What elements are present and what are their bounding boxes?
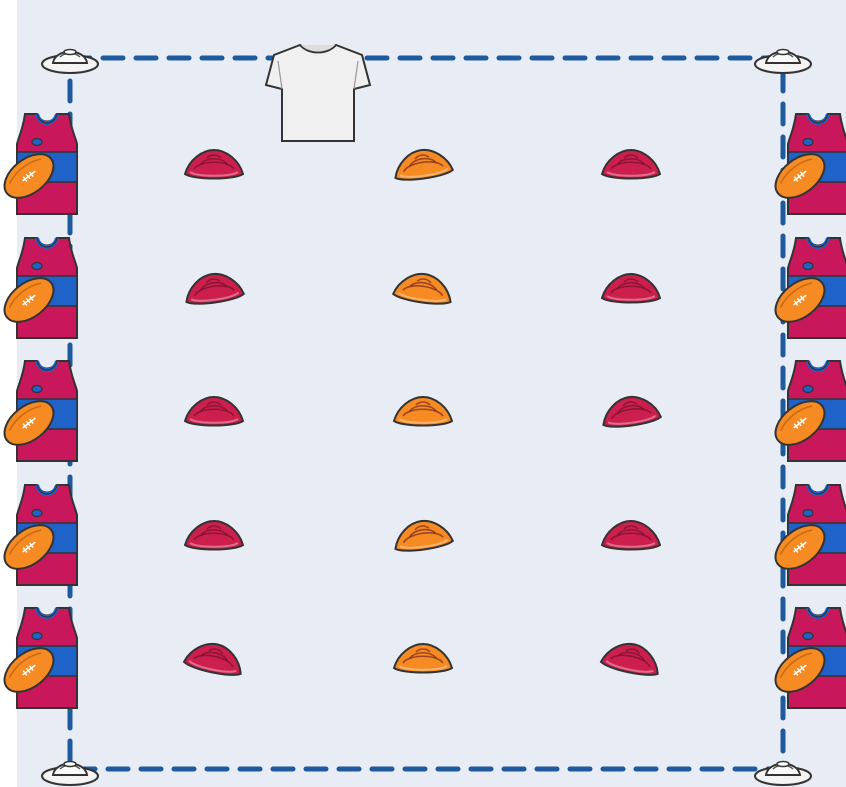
guernsey-with-football-icon	[0, 485, 77, 585]
guernsey-with-football-icon	[0, 608, 77, 708]
guernsey-with-football-icon	[0, 361, 77, 461]
guernsey-with-football-icon	[0, 114, 77, 214]
white-tshirt-icon	[266, 45, 370, 141]
guernsey-with-football-icon	[0, 238, 77, 338]
